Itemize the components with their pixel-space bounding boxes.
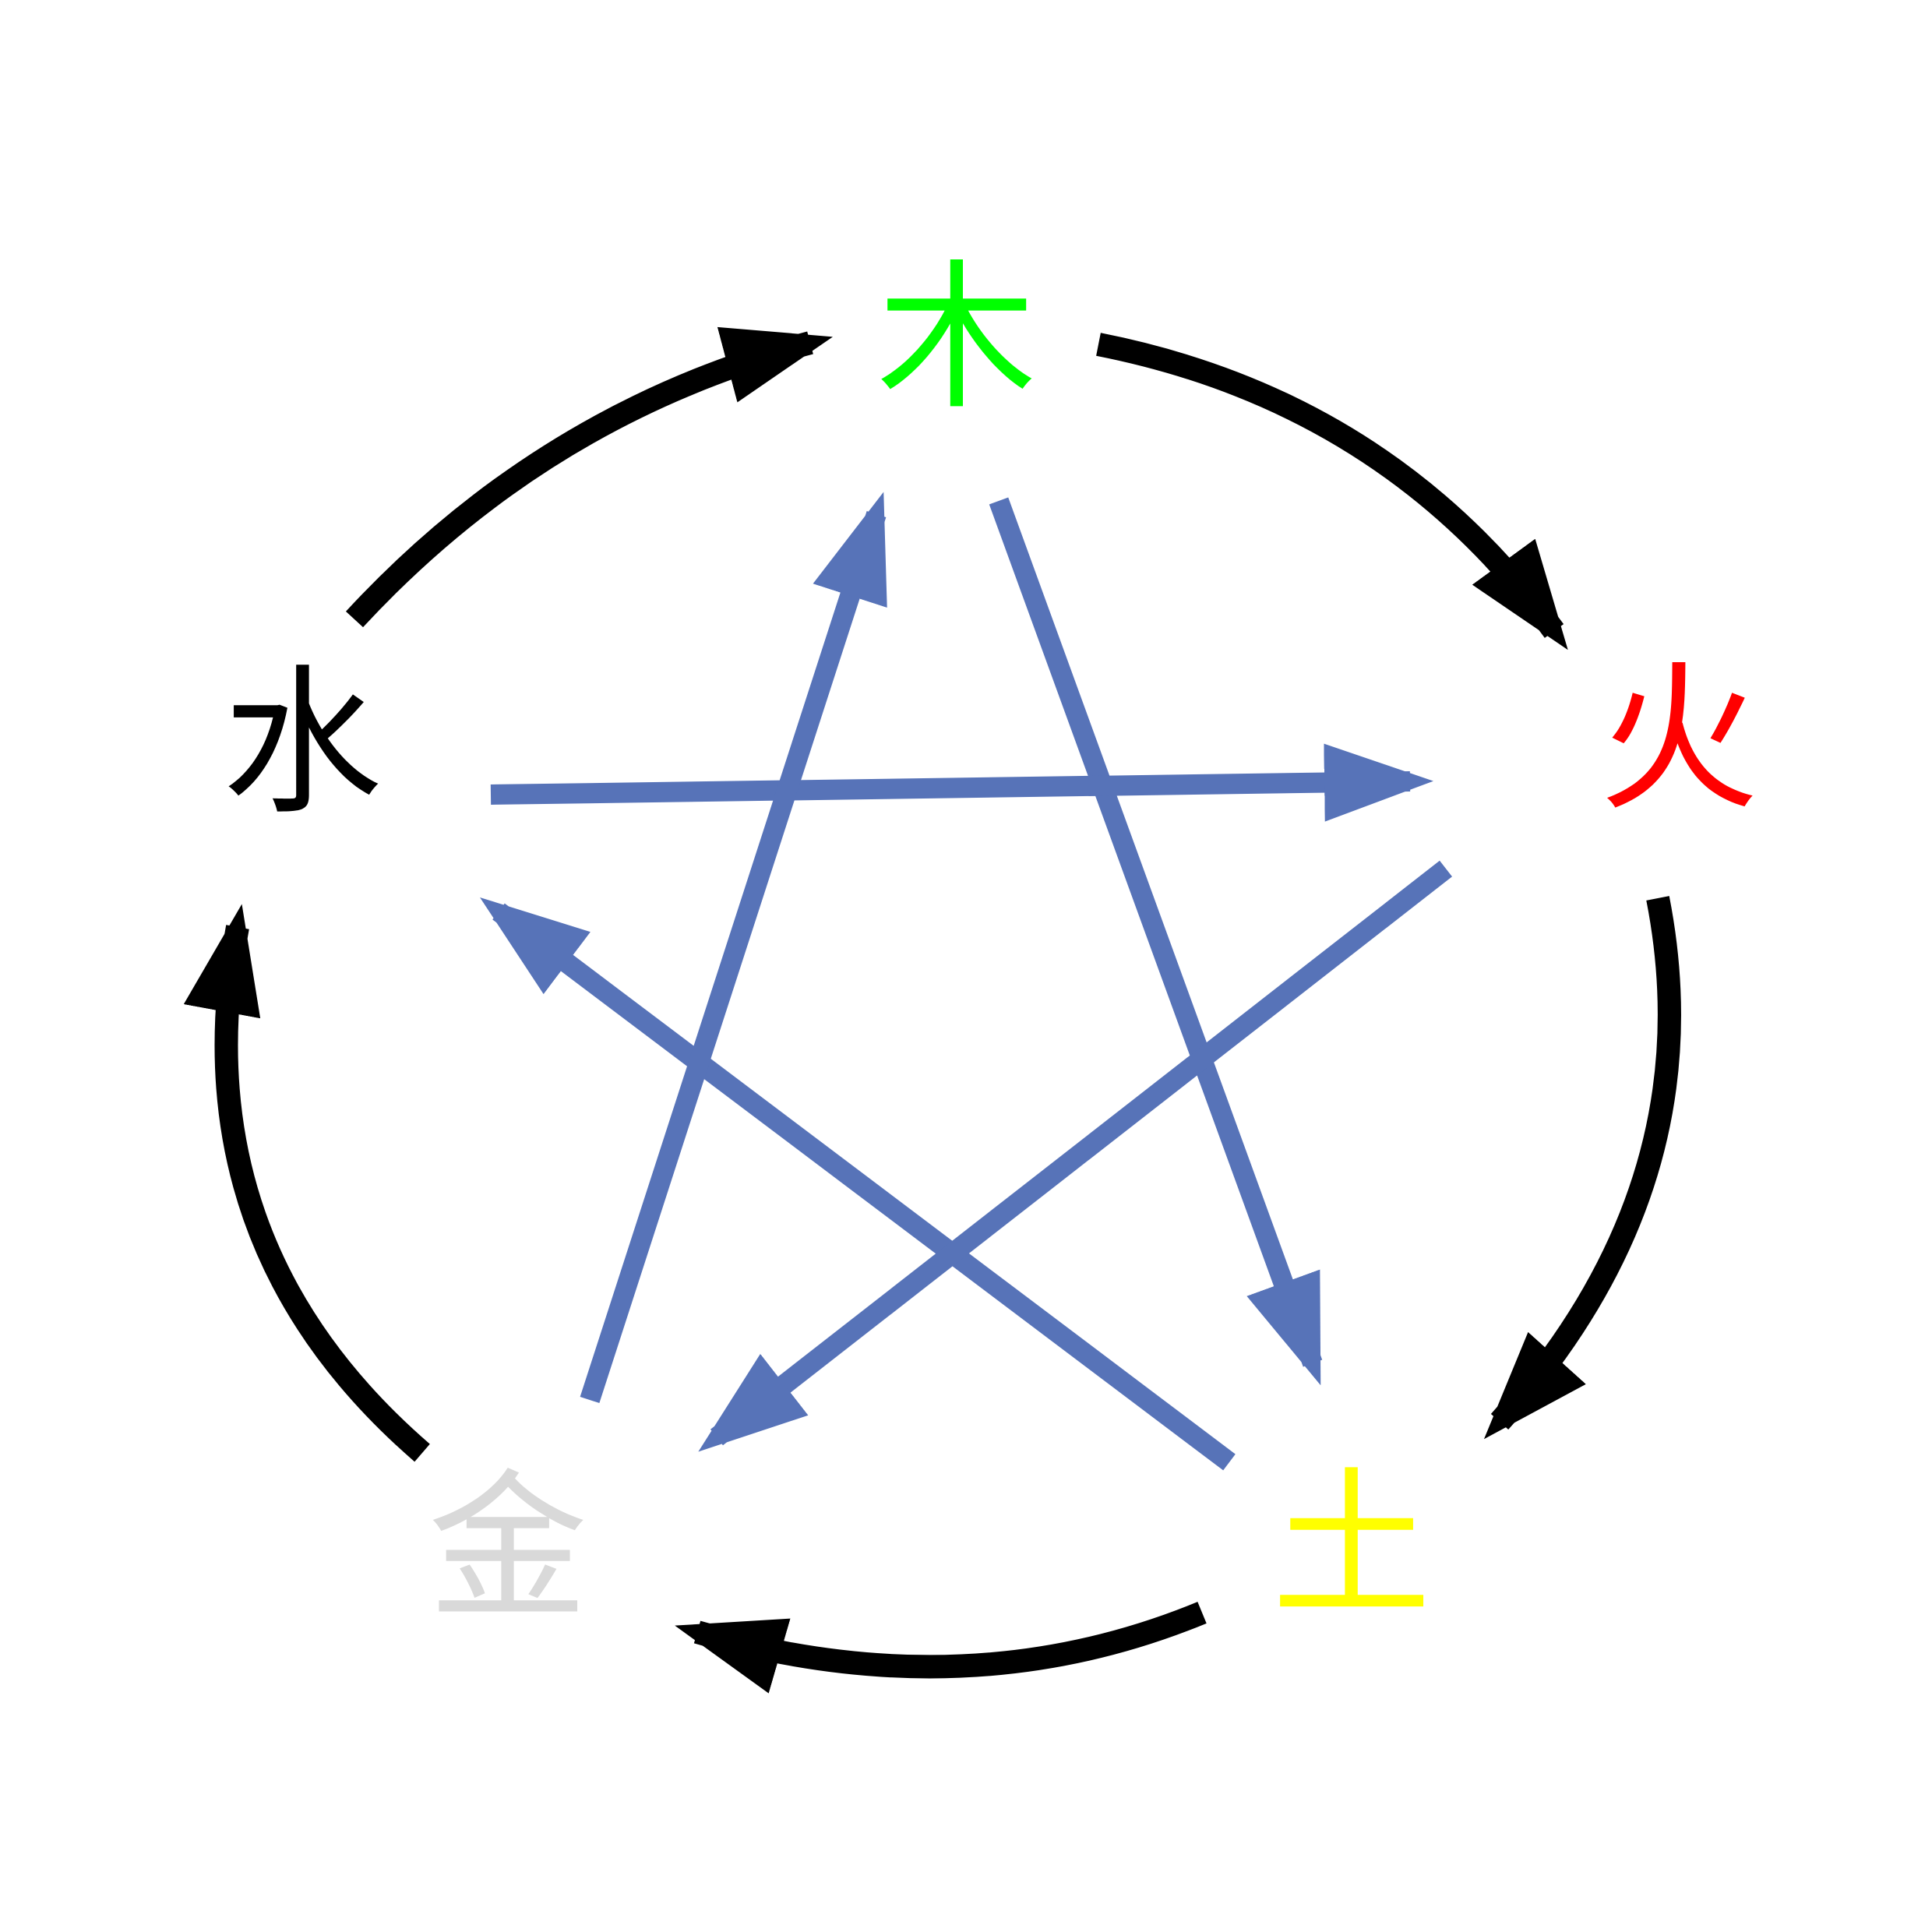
element-fire: 火 <box>1599 647 1759 833</box>
arrow-metal-to-water <box>183 904 430 1462</box>
element-labels: 木 火 土 金 水 <box>223 246 1759 1641</box>
arrow-metal-to-wood <box>580 492 887 1404</box>
element-water: 水 <box>223 651 383 837</box>
arrow-water-to-fire <box>490 743 1433 822</box>
arrow-earth-to-metal <box>675 1602 1207 1694</box>
arrow-fire-to-earth <box>1483 896 1681 1440</box>
arrow-fire-to-metal <box>698 860 1452 1452</box>
arrow-wood-to-earth <box>989 497 1323 1386</box>
arrow-wood-to-fire <box>1096 333 1568 650</box>
arrow-earth-to-water <box>480 897 1236 1471</box>
generating-cycle <box>183 326 1681 1694</box>
element-earth: 土 <box>1272 1454 1432 1639</box>
element-metal: 金 <box>428 1456 588 1641</box>
element-wood: 木 <box>877 246 1037 432</box>
arrow-water-to-wood <box>345 326 833 628</box>
overcoming-cycle <box>480 492 1452 1471</box>
